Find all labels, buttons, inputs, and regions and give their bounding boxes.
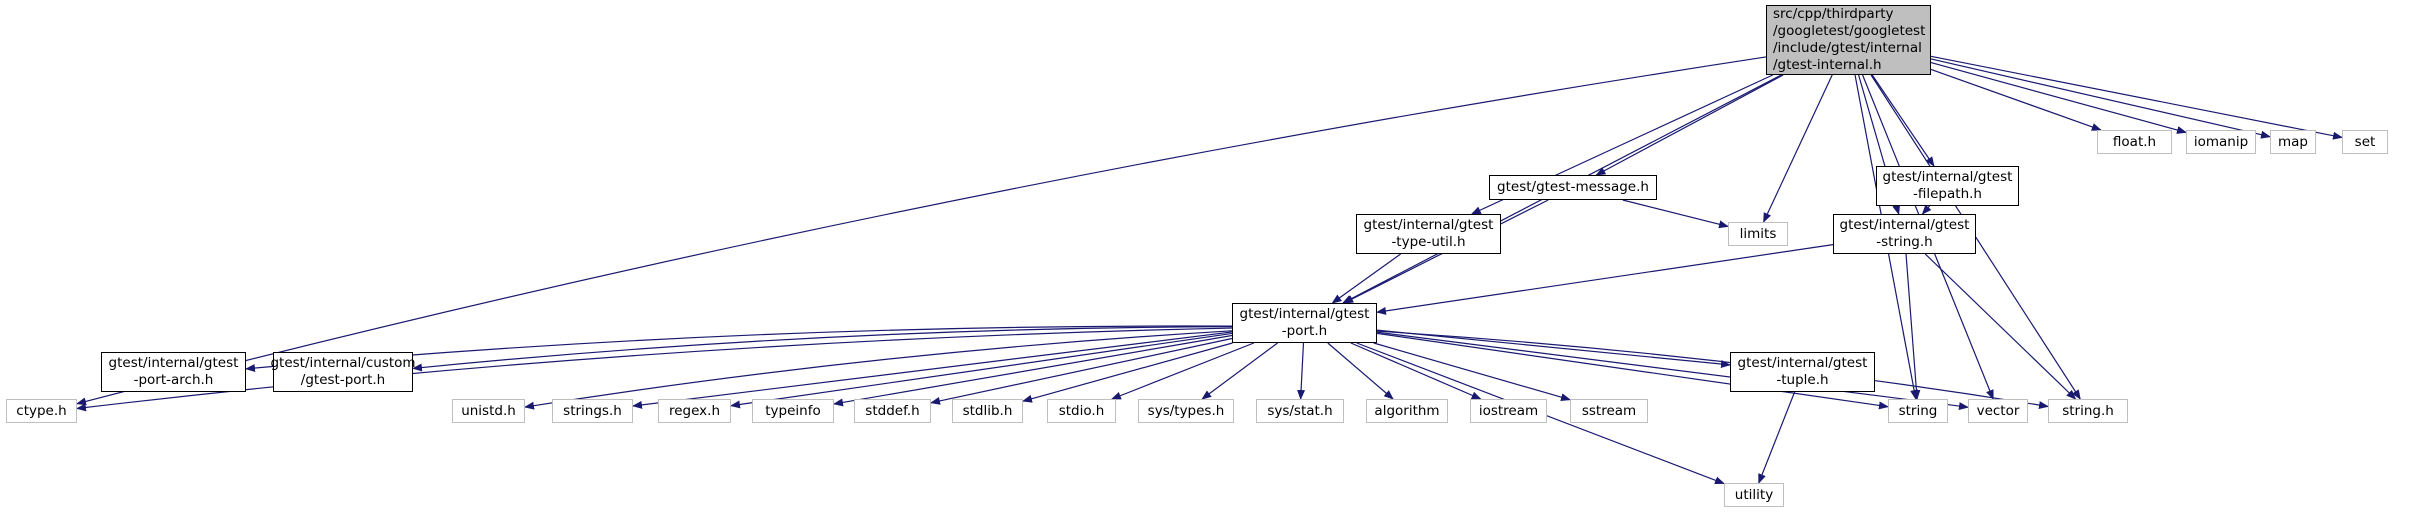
node-tuple[interactable]: gtest/internal/gtest -tuple.h (1730, 352, 1875, 392)
node-map: map (2270, 130, 2316, 154)
node-iomanip: iomanip (2186, 130, 2256, 154)
node-stringh: string.h (2048, 399, 2128, 423)
edge-root-to-float (1930, 68, 2102, 131)
edge-root-to-message (1595, 74, 1784, 176)
node-typeinfo: typeinfo (752, 399, 834, 423)
edge-port-to-sstream (1373, 342, 1571, 402)
edge-port-to-algorithm (1327, 342, 1394, 400)
node-root[interactable]: src/cpp/thirdparty /googletest/googletes… (1766, 5, 1931, 75)
node-stdio: stdio.h (1047, 399, 1116, 423)
node-stddef: stddef.h (854, 399, 931, 423)
edge-port-to-iostream (1350, 342, 1482, 400)
node-message[interactable]: gtest/gtest-message.h (1489, 175, 1657, 200)
edge-gstring-to-port (1376, 244, 1834, 315)
edge-root-to-set (1930, 55, 2343, 140)
edge-root-to-limits (1763, 74, 1833, 223)
edge-port-to-systypes (1201, 342, 1278, 400)
edge-port-to-unistd (524, 330, 1233, 410)
edge-message-to-limits (1622, 199, 1729, 229)
node-gstring[interactable]: gtest/internal/gtest -string.h (1833, 214, 1976, 254)
node-typeutil[interactable]: gtest/internal/gtest -type-util.h (1356, 214, 1501, 254)
edge-port-to-typeinfo (833, 334, 1233, 407)
edge-port-to-string (1376, 332, 1889, 410)
node-string: string (1888, 399, 1948, 423)
node-sysstat: sys/stat.h (1256, 399, 1344, 423)
node-vector: vector (1968, 399, 2028, 423)
edge-root-to-map (1930, 58, 2271, 139)
node-float: float.h (2097, 130, 2172, 154)
node-custom[interactable]: gtest/internal/custom /gtest-port.h (270, 352, 416, 392)
edge-port-to-stdio (1110, 342, 1255, 400)
edge-root-to-iomanip (1930, 62, 2187, 134)
edge-tuple-to-utility (1758, 391, 1796, 484)
edge-port-to-stringh (1376, 330, 2049, 410)
edge-root-to-ctype (76, 56, 1767, 406)
edge-port-to-sysstat (1297, 342, 1306, 400)
edge-gstring-to-stringh (1924, 253, 2077, 400)
node-stdlib: stdlib.h (952, 399, 1023, 423)
node-set: set (2342, 130, 2388, 154)
node-ctype: ctype.h (6, 399, 77, 423)
node-sstream: sstream (1570, 399, 1648, 423)
edge-port-to-stddef (930, 337, 1233, 405)
node-limits: limits (1728, 222, 1788, 246)
edge-port-to-regex (730, 332, 1233, 409)
node-algorithm: algorithm (1366, 399, 1448, 423)
node-systypes: sys/types.h (1138, 399, 1234, 423)
edge-port-to-custom (412, 326, 1233, 372)
edge-typeutil-to-port (1331, 253, 1401, 304)
node-filepath[interactable]: gtest/internal/gtest -filepath.h (1876, 166, 2019, 206)
edge-port-to-vector (1376, 331, 1969, 411)
edge-root-to-filepath (1871, 74, 1935, 167)
edge-port-to-stdlib (1022, 342, 1233, 403)
node-port[interactable]: gtest/internal/gtest -port.h (1232, 303, 1377, 343)
edge-filepath-to-gstring (1921, 204, 1932, 215)
node-iostream: iostream (1470, 399, 1547, 423)
edge-gstring-to-string (1905, 253, 1921, 400)
node-portarch[interactable]: gtest/internal/gtest -port-arch.h (101, 352, 246, 392)
node-regex: regex.h (658, 399, 731, 423)
node-utility: utility (1724, 483, 1784, 507)
node-unistd: unistd.h (452, 399, 525, 423)
node-strings: strings.h (552, 399, 633, 423)
edge-port-to-strings (632, 331, 1233, 409)
